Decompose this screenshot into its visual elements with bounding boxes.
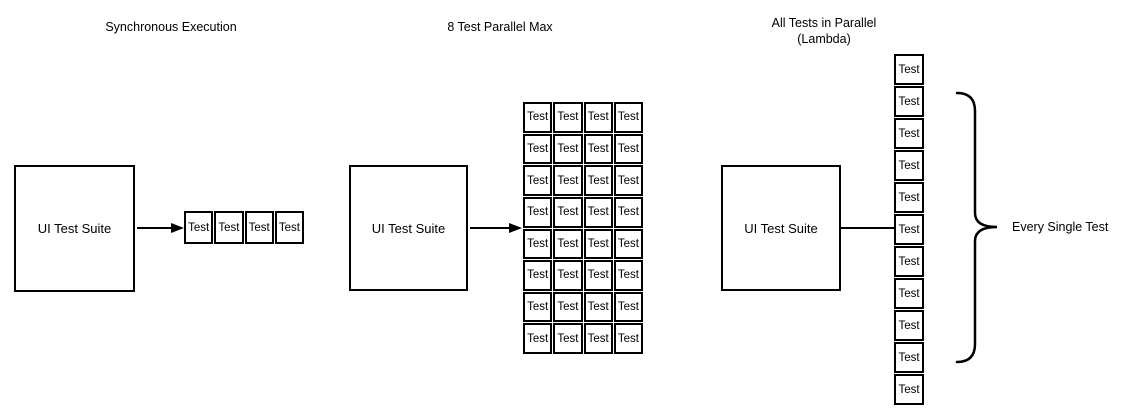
test-cell: Test <box>894 86 924 117</box>
test-cell: Test <box>553 323 583 354</box>
ui-test-suite-box-sync: UI Test Suite <box>14 165 135 292</box>
section-title-lambda: All Tests in Parallel (Lambda) <box>724 16 924 47</box>
test-cell: Test <box>523 196 553 228</box>
test-cell: Test <box>894 246 924 277</box>
ui-test-suite-label-parallel8: UI Test Suite <box>371 220 446 236</box>
test-cell: Test <box>583 165 613 196</box>
test-cell: Test <box>894 374 924 405</box>
test-cell: Test <box>894 278 924 309</box>
test-cell: Test <box>553 165 583 196</box>
test-cell: Test <box>613 196 643 228</box>
test-cell: Test <box>523 133 553 165</box>
test-cell: Test <box>583 228 613 260</box>
section-title-lambda-line1: All Tests in Parallel <box>771 16 877 30</box>
section-title-parallel8: 8 Test Parallel Max <box>447 20 553 34</box>
connector-line-lambda <box>841 226 894 229</box>
test-cell: Test <box>553 291 583 323</box>
test-cell: Test <box>613 133 643 165</box>
test-cell: Test <box>583 323 613 354</box>
test-cell: Test <box>553 133 583 165</box>
test-cell: Test <box>583 260 613 291</box>
test-cell: Test <box>523 323 553 354</box>
ui-test-suite-box-parallel8: UI Test Suite <box>349 165 468 291</box>
test-cell: Test <box>244 211 274 244</box>
test-cell: Test <box>583 102 613 133</box>
test-cell: Test <box>613 228 643 260</box>
test-cell: Test <box>894 118 924 149</box>
test-cell: Test <box>894 182 924 213</box>
ui-test-suite-box-lambda: UI Test Suite <box>721 165 841 291</box>
test-cell: Test <box>613 165 643 196</box>
test-cell: Test <box>613 323 643 354</box>
test-cell: Test <box>894 150 924 181</box>
test-cell: Test <box>583 133 613 165</box>
brace-annotation: Every Single Test <box>1012 220 1109 234</box>
curly-brace <box>955 91 998 364</box>
test-cell: Test <box>184 211 214 244</box>
test-cell: Test <box>214 211 244 244</box>
test-cell: Test <box>523 165 553 196</box>
ui-test-suite-label-sync: UI Test Suite <box>37 221 112 236</box>
arrowhead-sync <box>171 222 184 233</box>
arrowhead-parallel8 <box>509 222 522 233</box>
test-cell: Test <box>583 196 613 228</box>
arrow-line-parallel8 <box>470 226 511 229</box>
test-cell: Test <box>894 310 924 341</box>
test-cell: Test <box>553 228 583 260</box>
test-cell: Test <box>523 260 553 291</box>
test-cell: Test <box>274 211 304 244</box>
section-title-synchronous: Synchronous Execution <box>105 20 237 34</box>
test-cell: Test <box>523 102 553 133</box>
test-cell: Test <box>553 102 583 133</box>
ui-test-suite-label-lambda: UI Test Suite <box>744 220 818 236</box>
test-cell: Test <box>523 228 553 260</box>
arrow-line-sync <box>137 226 173 229</box>
test-cell: Test <box>583 291 613 323</box>
section-title-lambda-line2: (Lambda) <box>797 31 851 46</box>
test-cell: Test <box>613 260 643 291</box>
test-cell: Test <box>553 260 583 291</box>
test-cell: Test <box>894 342 924 373</box>
test-cell: Test <box>894 54 924 85</box>
test-cell: Test <box>613 291 643 323</box>
test-cell: Test <box>523 291 553 323</box>
test-cell: Test <box>553 196 583 228</box>
test-cell: Test <box>613 102 643 133</box>
test-cell: Test <box>894 214 924 245</box>
